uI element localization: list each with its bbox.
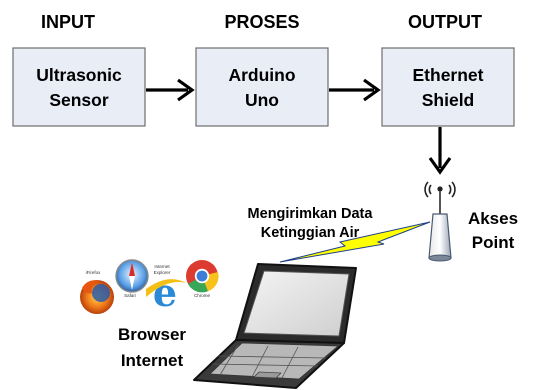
firefox-label: iFirefox <box>86 270 102 275</box>
access-point-icon <box>424 181 456 262</box>
block-ultrasonic-sensor: Ultrasonic Sensor <box>12 47 146 127</box>
browser-label-line1: Browser <box>118 325 186 344</box>
browser-label-line2: Internet <box>121 351 184 370</box>
firefox-icon <box>80 280 114 314</box>
arrow-arduino-to-ethernet <box>329 78 381 102</box>
ie-label-line1: Internet <box>154 264 170 269</box>
block-arduino-line2: Uno <box>245 90 279 110</box>
internet-explorer-icon: e <box>146 270 186 315</box>
chrome-label: Chrome <box>194 293 211 298</box>
arrow-ethernet-to-access-point <box>428 127 452 175</box>
svg-text:e: e <box>153 270 177 315</box>
ie-label-line2: Explorer <box>154 270 171 275</box>
block-arduino-box <box>195 47 329 127</box>
wireless-lightning-icon <box>279 221 431 263</box>
header-output: OUTPUT <box>408 12 482 32</box>
block-arduino-line1: Arduino <box>228 65 295 85</box>
block-ethernet-line2: Shield <box>422 90 475 110</box>
transmission-label-line2: Ketinggian Air <box>261 225 360 241</box>
block-ethernet-line1: Ethernet <box>413 65 484 85</box>
arrow-sensor-to-arduino <box>146 78 195 102</box>
access-point-label-line1: Akses <box>468 209 518 228</box>
block-sensor-line1: Ultrasonic <box>36 65 122 85</box>
transmission-label-line1: Mengirimkan Data <box>248 206 374 222</box>
chrome-icon <box>186 260 219 293</box>
safari-label: Safari <box>124 293 136 298</box>
block-ethernet-box <box>381 47 515 127</box>
header-input: INPUT <box>41 12 95 32</box>
block-ethernet-shield: Ethernet Shield <box>381 47 515 127</box>
access-point-label-line2: Point <box>472 233 515 252</box>
safari-icon <box>115 259 149 293</box>
block-sensor-line2: Sensor <box>49 90 109 110</box>
laptop-icon <box>193 263 357 389</box>
block-sensor-box <box>12 47 146 127</box>
header-process: PROSES <box>224 12 299 32</box>
block-arduino-uno: Arduino Uno <box>195 47 329 127</box>
